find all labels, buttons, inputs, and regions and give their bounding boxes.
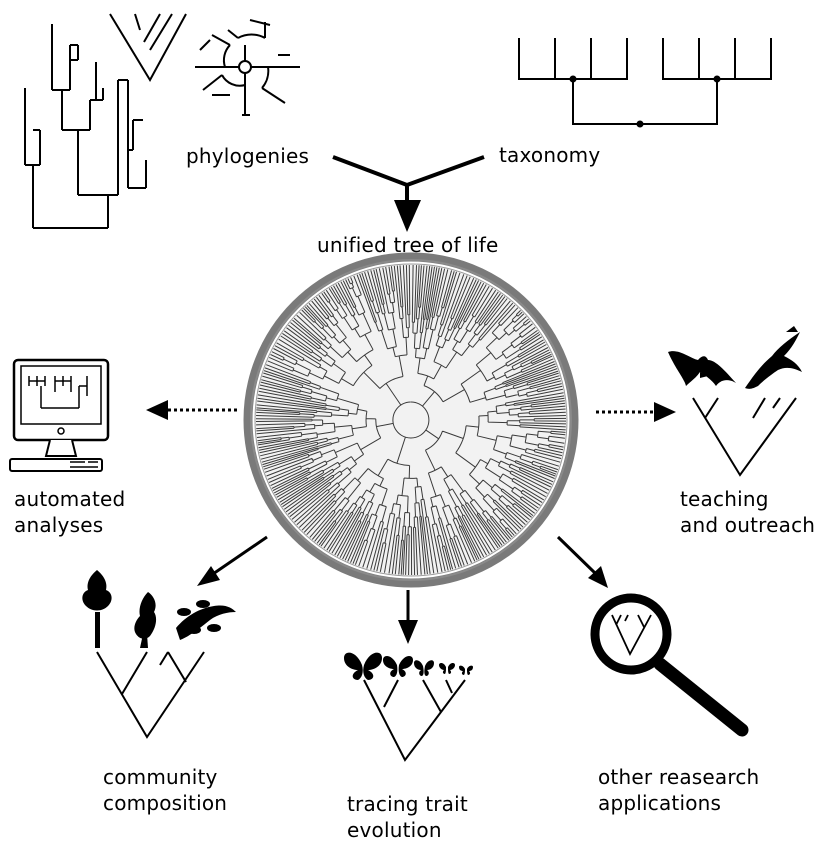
label-taxonomy: taxonomy [499,143,601,167]
arrow-tracing [398,590,418,644]
merge-arrowhead [394,200,421,232]
computer-icon [9,358,110,472]
label-phylogenies: phylogenies [186,144,310,168]
leafy-branch-icon [176,600,236,640]
tree-silhouette-icon [82,570,112,648]
bird-icon [745,326,802,389]
arrow-other [556,535,608,588]
community-tree-icon [96,651,205,739]
butterfly-icon [344,652,473,680]
label-unified-tree-of-life: unified tree of life [317,233,499,257]
taxonomy-nodes [569,75,721,128]
shrub-icon [134,592,157,648]
radial-tree-branches [255,264,567,576]
trait-tree-icon [363,679,466,762]
circular-tree-icon [195,19,300,116]
arrow-community [197,535,268,586]
bat-icon [668,351,736,386]
teaching-tree-icon [692,397,797,477]
magnifying-glass-icon [590,593,749,737]
phylogram-icon [24,24,147,229]
taxonomy-tree-icon [518,38,772,125]
unified-tree-of-life-circle [243,252,579,588]
cladogram-icon [109,13,187,83]
